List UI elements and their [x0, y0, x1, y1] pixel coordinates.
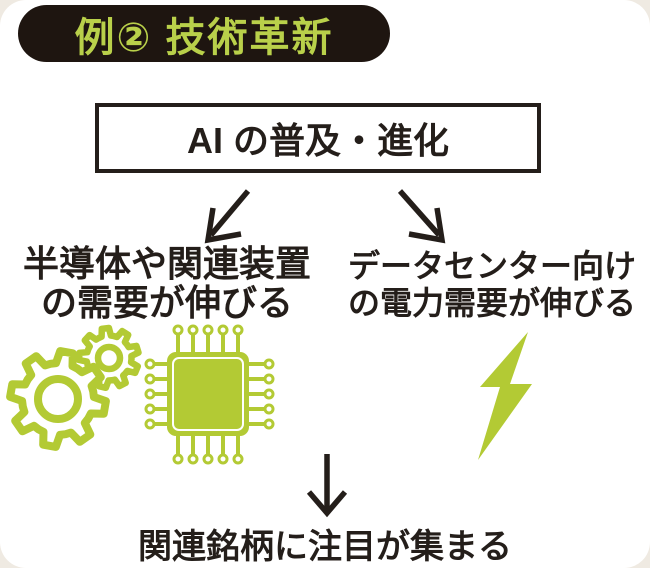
branch-semiconductor-line1: 半導体や関連装置: [22, 243, 311, 284]
branch-datacenter-line1: データセンター向け: [347, 248, 636, 284]
arrow-down-left-icon: [204, 189, 251, 244]
arrow-down-icon: [306, 454, 348, 518]
lightning-bolt-icon: [478, 332, 532, 460]
root-cause-label: AI の普及・進化: [186, 120, 449, 161]
root-cause-box: AI の普及・進化: [95, 103, 541, 173]
branch-semiconductor: 半導体や関連装置 の需要が伸びる: [0, 244, 334, 322]
conclusion-text: 関連銘柄に注目が集まる: [0, 519, 650, 568]
branch-datacenter: データセンター向け の電力需要が伸びる: [334, 248, 650, 322]
conclusion-label: 関連銘柄に注目が集まる: [138, 528, 512, 566]
cpu-chip-icon: [144, 324, 275, 465]
title-badge: 例② 技術革新: [18, 5, 390, 62]
gears-icon: [6, 324, 142, 451]
branch-datacenter-line2: の電力需要が伸びる: [347, 285, 636, 321]
title-badge-label: 例② 技術革新: [74, 15, 334, 60]
branch-semiconductor-line2: の需要が伸びる: [40, 282, 293, 323]
arrow-down-right-icon: [397, 189, 446, 244]
